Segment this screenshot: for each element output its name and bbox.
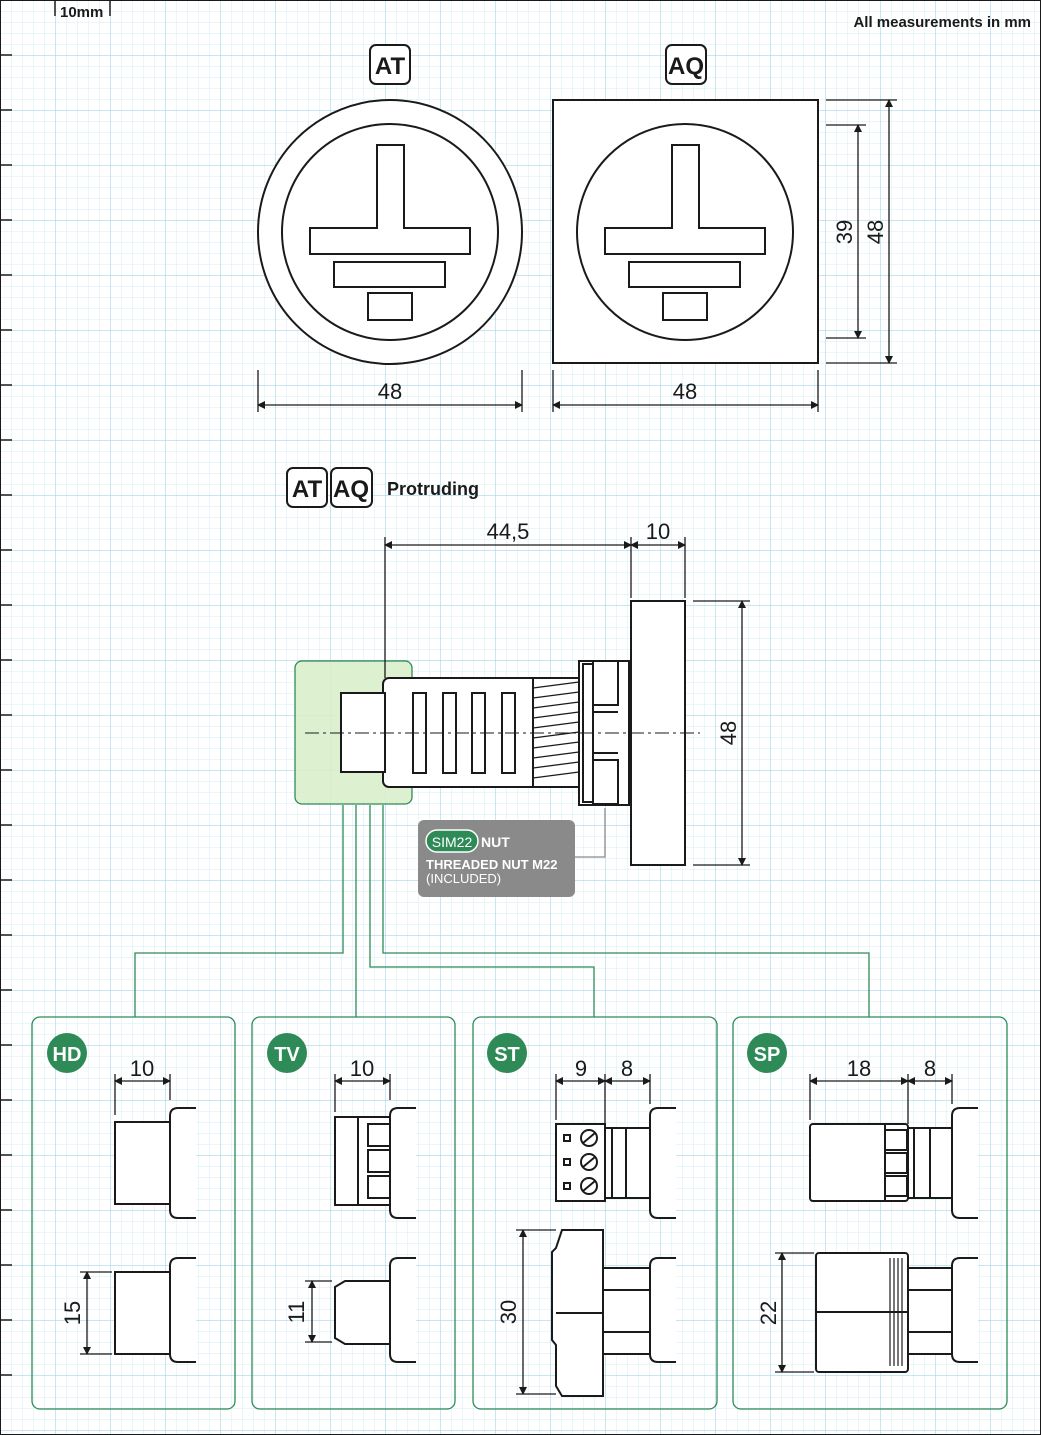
height-label: 48 — [716, 721, 741, 745]
side-view-badge-at: AT — [286, 467, 328, 508]
nut-tag-line2: (INCLUDED) — [426, 871, 501, 886]
bezel-label: 10 — [646, 519, 670, 544]
sp-width-label-2: 8 — [924, 1056, 936, 1081]
svg-text:AT: AT — [292, 476, 323, 503]
at-width-label: 48 — [378, 379, 402, 404]
variant-connectors — [134, 805, 870, 1017]
scale-label: 10mm — [60, 4, 103, 21]
sp-height-label: 22 — [756, 1301, 781, 1325]
tv-height-label: 11 — [284, 1301, 309, 1324]
aq-front-view — [552, 99, 819, 364]
nut-logo-left: SIM22 — [432, 834, 473, 850]
variant-code-tv: TV — [274, 1044, 300, 1066]
variant-code-st: ST — [494, 1044, 520, 1066]
nut-logo-right: NUT — [481, 834, 510, 850]
aq-outer-height-label: 48 — [863, 220, 888, 244]
svg-text:AQ: AQ — [668, 53, 704, 80]
variant-code-hd: HD — [53, 1044, 82, 1066]
variant-panel-hd: HD 10 15 — [31, 1016, 236, 1410]
aq-inner-height-label: 39 — [832, 220, 857, 244]
left-ruler — [0, 54, 12, 1376]
hd-height-label: 15 — [60, 1301, 85, 1325]
at-ground-symbol — [309, 144, 471, 255]
st-height-label: 30 — [496, 1300, 521, 1324]
aq-width-label: 48 — [673, 379, 697, 404]
hd-width-label: 10 — [130, 1056, 154, 1081]
variant-panel-sp: SP — [732, 1016, 1008, 1410]
at-badge: AT — [369, 44, 411, 85]
variant-code-sp: SP — [754, 1044, 781, 1066]
st-width-label-2: 8 — [621, 1056, 633, 1081]
variant-panel-st: ST — [472, 1016, 718, 1410]
st-width-label-1: 9 — [575, 1056, 587, 1081]
at-front-view — [257, 99, 523, 365]
nut-tag-line1: THREADED NUT M22 — [426, 857, 557, 872]
side-view-badge-aq: AQ — [330, 467, 373, 508]
aq-ground-symbol — [604, 144, 766, 255]
side-view-title: Protruding — [387, 479, 479, 499]
nut-tag: SIM22 NUT THREADED NUT M22 (INCLUDED) — [418, 820, 575, 897]
units-note: All measurements in mm — [853, 14, 1031, 31]
variant-panel-tv: TV 10 11 — [251, 1016, 456, 1410]
svg-text:AT: AT — [375, 53, 406, 80]
svg-text:AQ: AQ — [333, 476, 369, 503]
sp-width-label-1: 18 — [847, 1056, 871, 1081]
length-label: 44,5 — [487, 519, 530, 544]
tv-width-label: 10 — [350, 1056, 374, 1081]
aq-badge: AQ — [665, 44, 707, 85]
